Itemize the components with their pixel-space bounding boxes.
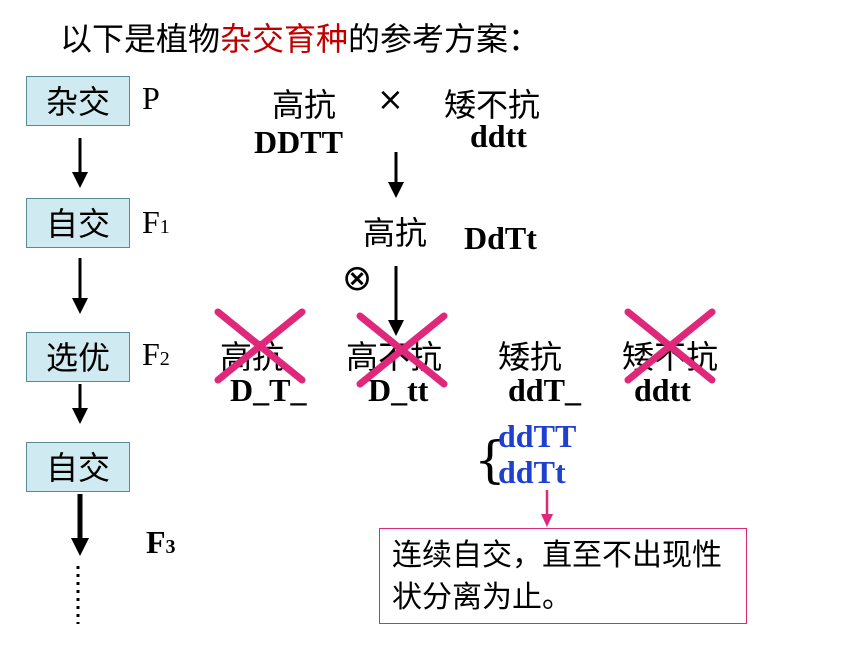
parent-left-genotype: DDTT — [254, 124, 343, 160]
gen-f2: F2 — [142, 336, 170, 373]
left-arrow-2 — [72, 258, 88, 314]
gen-p: P — [142, 80, 160, 116]
f2-genotype-3: ddT_ — [508, 372, 581, 408]
left-arrow-3 — [72, 384, 88, 424]
f2-genotype-2: D_tt — [368, 372, 429, 408]
gen-f3-sub: 3 — [165, 536, 176, 558]
cross-out-3 — [624, 308, 716, 384]
f1-genotype: DdTt — [464, 220, 537, 256]
f2-genotype-1: D_T_ — [230, 372, 307, 408]
parent-right-phenotype: 矮不抗 — [444, 86, 541, 124]
step-cross: 杂交 — [26, 76, 130, 126]
f2-genotype-4: ddtt — [634, 372, 691, 408]
gen-f3-letter: F — [146, 524, 166, 560]
gen-f2-sub: 2 — [159, 348, 170, 370]
gen-f3: F3 — [146, 524, 176, 561]
step-select: 选优 — [26, 332, 130, 382]
gen-f1: F1 — [142, 204, 170, 241]
left-arrow-4 — [71, 494, 89, 556]
title-after: 的参考方案： — [348, 20, 541, 58]
selected-genotype-2: ddTt — [498, 454, 566, 490]
step-self-1: 自交 — [26, 198, 130, 248]
center-arrow-2 — [388, 266, 404, 336]
f1-phenotype: 高抗 — [363, 214, 428, 252]
page-title: 以下是植物杂交育种的参考方案： — [60, 14, 540, 60]
left-arrow-1 — [72, 138, 88, 188]
cross-symbol: × — [377, 80, 404, 118]
title-highlight: 杂交育种 — [220, 20, 349, 58]
title-before: 以下是植物 — [60, 20, 221, 58]
selected-genotype-1: ddTT — [498, 418, 577, 454]
selection-brace: { — [474, 431, 506, 489]
note-box: 连续自交，直至不出现性状分离为止。 — [379, 528, 747, 624]
gen-f1-letter: F — [142, 204, 160, 240]
gen-f2-letter: F — [142, 336, 160, 372]
cross-out-2 — [356, 312, 448, 388]
center-arrow-1 — [388, 152, 404, 198]
step-self-2: 自交 — [26, 442, 130, 492]
selfing-symbol: ⊗ — [342, 258, 373, 299]
f2-phenotype-3: 矮抗 — [498, 338, 563, 376]
gen-f1-sub: 1 — [159, 216, 170, 238]
note-arrow — [541, 490, 553, 527]
cross-out-1 — [214, 308, 306, 384]
parent-left-phenotype: 高抗 — [272, 86, 337, 124]
parent-right-genotype: ddtt — [470, 118, 527, 154]
